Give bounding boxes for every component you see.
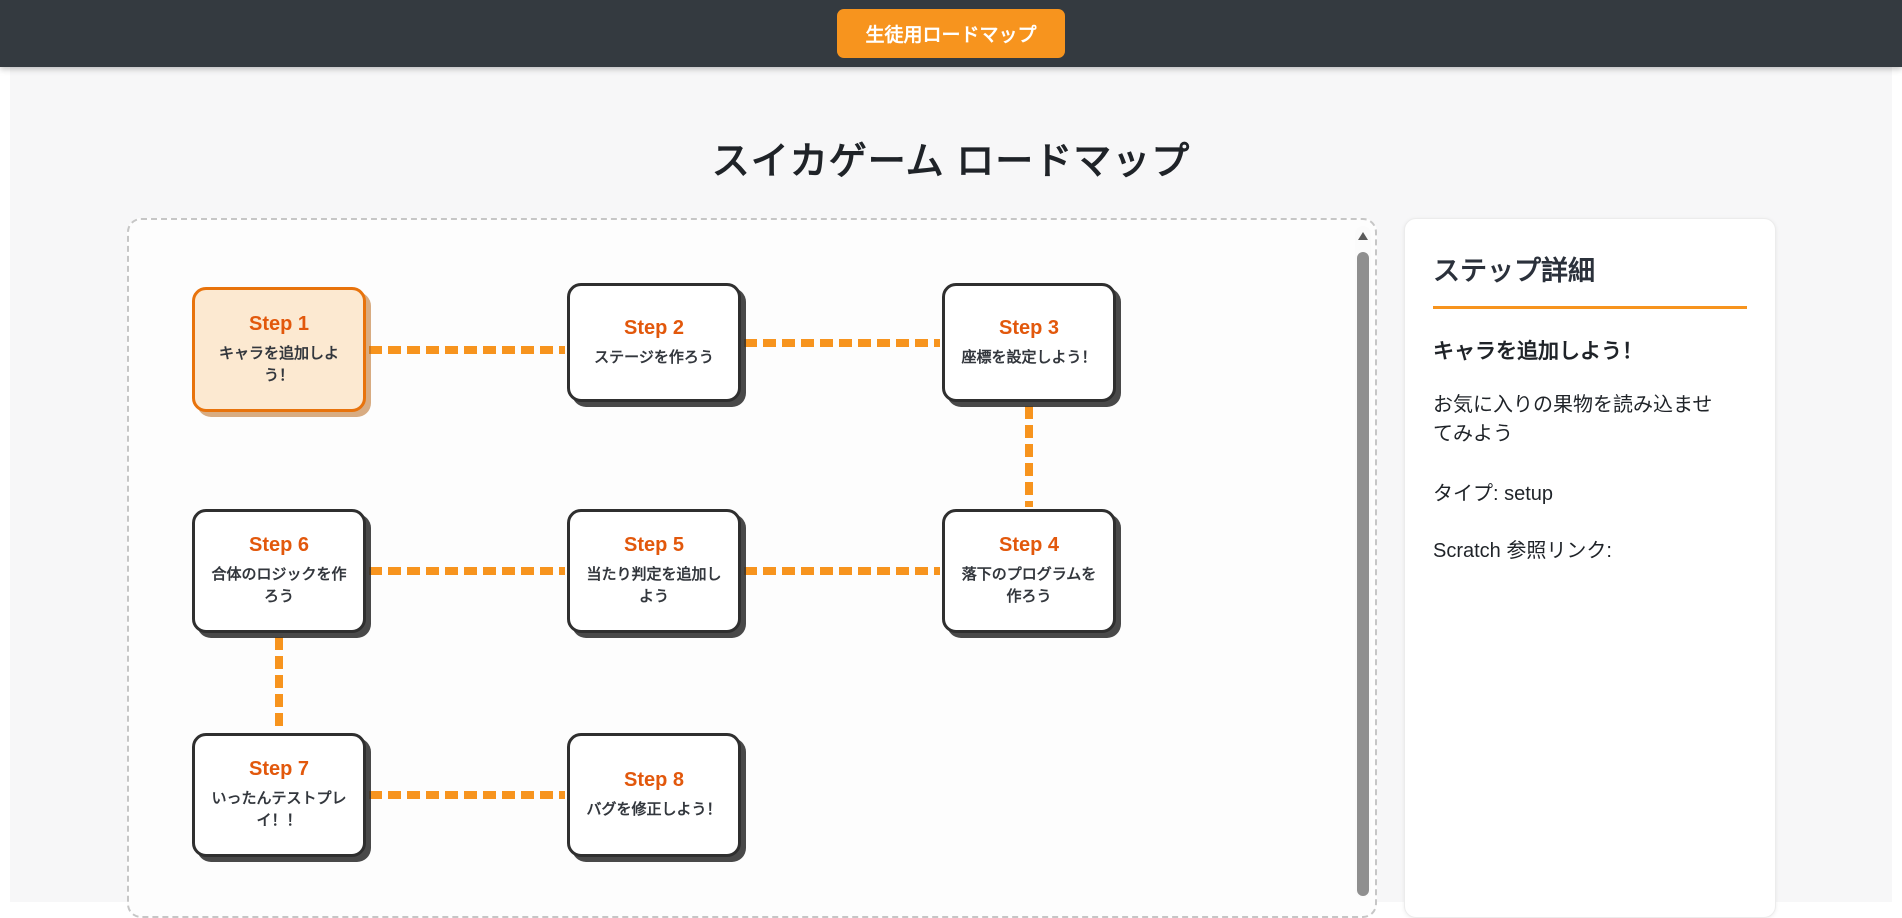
step-details-panel: ステップ詳細 キャラを追加しよう！ お気に入りの果物を読み込ませてみよう タイプ… — [1404, 218, 1776, 918]
details-type: タイプ: setup — [1433, 483, 1554, 505]
details-description: お気に入りの果物を読み込ませてみよう — [1433, 394, 1713, 445]
step-node-6[interactable]: Step 6 合体のロジックを作ろう — [192, 509, 366, 633]
roadmap-flow-canvas: Step 1 キャラを追加しよう！ Step 2 ステージを作ろう Step 3… — [127, 218, 1377, 918]
step-5-label: 当たり判定を追加しよう — [586, 566, 722, 605]
step-7-label: いったんテストプレイ！！ — [211, 790, 347, 829]
step-node-3[interactable]: Step 3 座標を設定しよう！ — [942, 283, 1116, 402]
step-node-8[interactable]: Step 8 バグを修正しよう！ — [567, 733, 741, 857]
step-7-title: Step 7 — [248, 758, 310, 781]
flow-scrollbar[interactable] — [1355, 226, 1371, 898]
step-node-1[interactable]: Step 1 キャラを追加しよう！ — [192, 287, 366, 412]
connector-step4-step5 — [744, 567, 940, 575]
connector-step5-step6 — [369, 567, 565, 575]
connector-step6-step7 — [275, 637, 283, 731]
details-heading: ステップ詳細 — [1433, 256, 1595, 286]
app-header: 生徒用ロードマップ — [0, 0, 1902, 67]
details-step-title: キャラを追加しよう！ — [1433, 340, 1643, 363]
step-4-label: 落下のプログラムを作ろう — [961, 566, 1097, 605]
scroll-up-arrow-icon[interactable] — [1358, 232, 1368, 240]
step-2-label: ステージを作ろう — [594, 348, 714, 366]
connector-step2-step3 — [744, 339, 940, 347]
step-6-title: Step 6 — [248, 534, 310, 557]
connector-step1-step2 — [369, 346, 565, 354]
step-2-title: Step 2 — [623, 316, 685, 339]
step-3-label: 座標を設定しよう！ — [961, 348, 1097, 366]
scrollbar-thumb[interactable] — [1357, 252, 1369, 896]
step-node-4[interactable]: Step 4 落下のプログラムを作ろう — [942, 509, 1116, 633]
step-3-title: Step 3 — [998, 316, 1060, 339]
step-1-title: Step 1 — [248, 312, 310, 335]
step-node-7[interactable]: Step 7 いったんテストプレイ！！ — [192, 733, 366, 857]
connector-step3-step4 — [1025, 406, 1033, 507]
details-divider — [1433, 306, 1747, 309]
details-scratch-link-label: Scratch 参照リンク: — [1433, 540, 1612, 562]
page-title: スイカゲーム ロードマップ — [711, 141, 1191, 183]
connector-step7-step8 — [369, 791, 565, 799]
step-6-label: 合体のロジックを作ろう — [211, 566, 347, 605]
step-node-5[interactable]: Step 5 当たり判定を追加しよう — [567, 509, 741, 633]
step-8-label: バグを修正しよう！ — [586, 801, 722, 819]
step-node-2[interactable]: Step 2 ステージを作ろう — [567, 283, 741, 402]
student-roadmap-button[interactable]: 生徒用ロードマップ — [837, 9, 1065, 58]
step-5-title: Step 5 — [623, 534, 685, 557]
step-8-title: Step 8 — [623, 769, 685, 792]
step-4-title: Step 4 — [998, 534, 1060, 557]
step-1-label: キャラを追加しよう！ — [218, 344, 339, 384]
